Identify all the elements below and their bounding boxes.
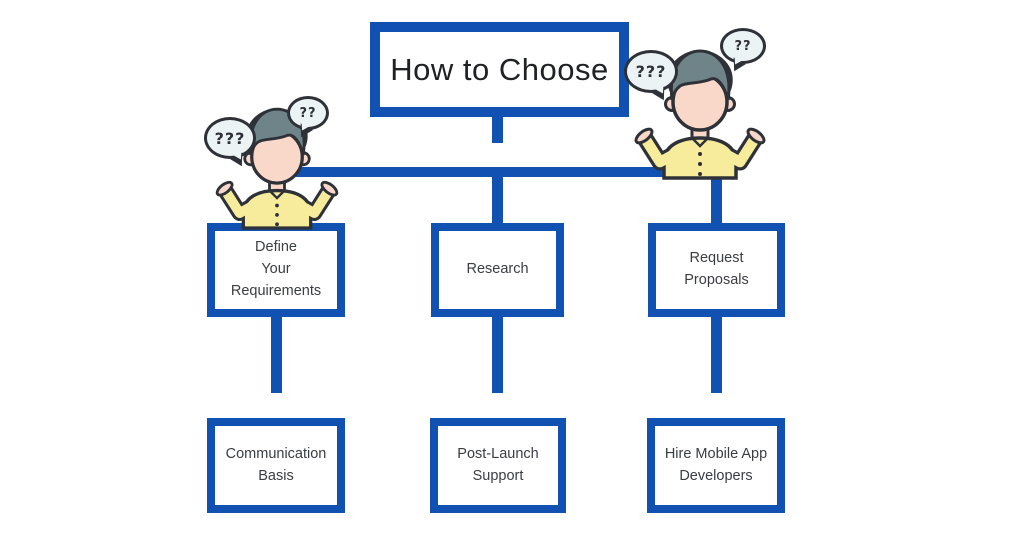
node-label: Communication Basis bbox=[225, 445, 327, 484]
question-marks: ?? bbox=[299, 105, 317, 121]
node-hire-mobile-app-developers: Hire Mobile App Developers bbox=[647, 418, 785, 513]
connector-right-lower bbox=[711, 316, 722, 393]
node-label: Request Proposals bbox=[684, 250, 749, 288]
node-define-your-requirements: Define Your Requirements bbox=[207, 223, 345, 317]
connector-left-lower bbox=[271, 316, 282, 393]
connector-middle-lower bbox=[492, 316, 503, 393]
node-label: Post-Launch Support bbox=[457, 445, 539, 484]
node-communication-basis: Communication Basis bbox=[207, 418, 345, 513]
page-title: How to Choose bbox=[390, 51, 609, 87]
question-speech-bubble-icon: ??? bbox=[624, 50, 678, 93]
connector-title-stub bbox=[492, 117, 503, 143]
connector-drop-middle bbox=[492, 177, 503, 223]
title-box: How to Choose bbox=[370, 22, 629, 117]
connector-drop-right bbox=[711, 177, 722, 223]
node-post-launch-support: Post-Launch Support bbox=[430, 418, 566, 513]
node-label: Hire Mobile App Developers bbox=[664, 445, 768, 484]
question-marks: ??? bbox=[635, 62, 667, 81]
node-label: Define Your Requirements bbox=[230, 239, 322, 299]
question-marks: ??? bbox=[214, 128, 246, 148]
node-label: Research bbox=[466, 261, 529, 278]
question-marks: ?? bbox=[734, 38, 752, 54]
question-speech-bubble-icon: ??? bbox=[204, 117, 256, 159]
node-research: Research bbox=[431, 223, 564, 317]
connector-horizontal bbox=[271, 167, 722, 177]
question-speech-bubble-icon: ?? bbox=[720, 28, 766, 64]
node-request-proposals: Request Proposals bbox=[648, 223, 785, 317]
question-speech-bubble-icon: ?? bbox=[287, 96, 329, 130]
